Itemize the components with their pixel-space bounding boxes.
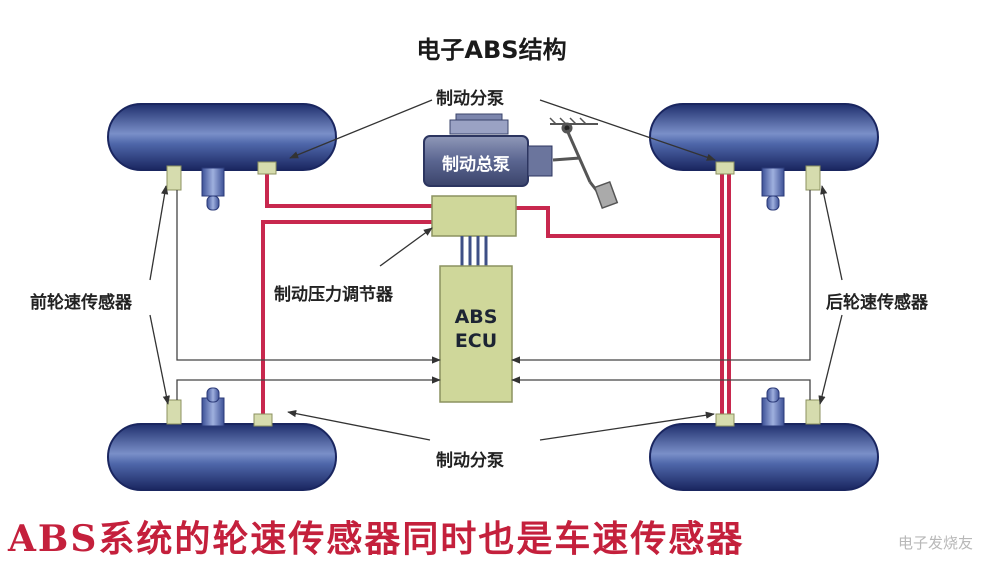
rear-right-wheel [649,103,879,171]
label-rear-sensor: 后轮速传感器 [826,293,928,313]
sensor-front-right [805,399,821,425]
label-front-sensor: 前轮速传感器 [30,293,132,313]
label-abs-ecu-line2: ECU [454,330,498,352]
pressure-regulator [431,195,517,237]
label-abs-ecu-line1: ABS [454,306,498,328]
callout-lines [149,99,843,441]
abs-ecu [439,265,513,403]
label-brake-cylinder-top: 制动分泵 [436,89,504,109]
master-cylinder [423,113,553,187]
label-brake-cylinder-bottom: 制动分泵 [436,451,504,471]
pad-bottom-left [253,413,273,427]
pad-top-right [715,161,735,175]
pad-top-left [257,161,277,175]
sensor-front-left [166,165,182,191]
sensor-signal-lines [176,190,811,400]
label-master-cylinder: 制动总泵 [442,155,510,175]
caliper-bottom-left [201,387,225,427]
pad-bottom-right [715,413,735,427]
label-pressure-regulator: 制动压力调节器 [274,285,393,305]
caliper-top-right [761,167,785,211]
caliper-bottom-right [761,387,785,427]
front-left-wheel [107,103,337,171]
regulator-ecu-wires [460,236,488,266]
caption: ABS系统的轮速传感器同时也是车速传感器 [8,518,745,560]
sensor-rear-right [805,165,821,191]
sensor-rear-left [166,399,182,425]
front-right-wheel [649,423,879,491]
caliper-top-left [201,167,225,211]
diagram-title: 电子ABS结构 [416,36,567,64]
brake-lines [261,170,731,420]
brake-pedal-icon [549,117,619,210]
watermark-text: 电子发烧友 [897,534,973,552]
rear-left-wheel [107,423,337,491]
watermark: 电子发烧友 [894,532,973,553]
